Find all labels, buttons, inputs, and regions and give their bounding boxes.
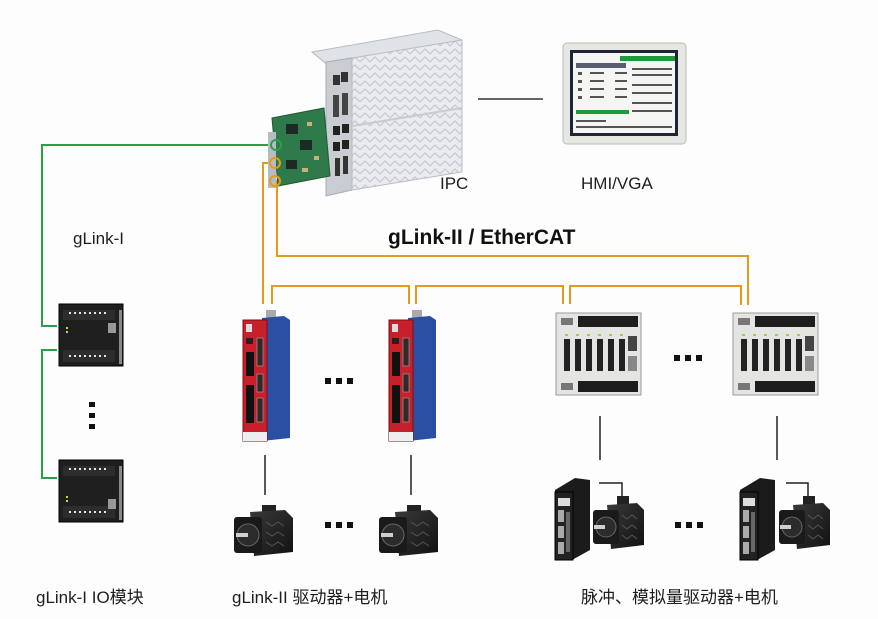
io-module-2[interactable] [58, 459, 124, 523]
servo-motor-ellipsis-icon [325, 522, 353, 528]
pulse-analog-ellipsis-icon [675, 522, 703, 528]
io-modules-group-label: gLink-I IO模块 [36, 588, 144, 607]
hmi-label: HMI/VGA [581, 174, 653, 193]
glink1-link [41, 144, 276, 327]
ethercat-chain-2 [415, 285, 564, 304]
glink1-port-icon [270, 139, 282, 151]
io-module-ellipsis-icon [89, 402, 95, 429]
pulse-analog-drive-1[interactable] [554, 478, 590, 561]
io-terminal-ellipsis-icon [674, 355, 702, 361]
ipc-label: IPC [440, 174, 469, 193]
servo-motor-2[interactable] [379, 505, 438, 556]
ethercat-chain-1 [271, 285, 410, 304]
glink2-drive-1[interactable] [242, 310, 290, 442]
glink1-link-chain [41, 349, 57, 479]
pulse-analog-drives-group-label: 脉冲、模拟量驱动器+电机 [581, 588, 778, 607]
hmi-device[interactable] [562, 42, 687, 145]
ethercat-io-terminal-2[interactable] [732, 312, 819, 396]
io-module-1[interactable] [58, 303, 124, 367]
pulse-drive-motor-cable-2 [786, 482, 809, 497]
glink1-bus-label: gLink-I [73, 229, 125, 248]
pulse-analog-drive-2[interactable] [739, 478, 775, 561]
ethercat-chain-3 [569, 285, 742, 305]
ethercat-io-terminal-1[interactable] [555, 312, 642, 396]
pulse-drive-motor-cable-1 [599, 482, 623, 497]
ethercat-link-outer [262, 162, 270, 304]
ethercat-port-out-icon [269, 157, 281, 169]
glink2-drive-ellipsis-icon [325, 378, 353, 384]
pulse-analog-motor-1[interactable] [593, 496, 644, 549]
ethercat-bus-label: gLink-II / EtherCAT [388, 226, 576, 249]
pulse-analog-motor-2[interactable] [779, 496, 830, 549]
ipc-device[interactable] [268, 29, 463, 197]
glink2-drives-group-label: gLink-II 驱动器+电机 [232, 588, 388, 607]
ethercat-port-in-icon [269, 175, 281, 187]
servo-motor-1[interactable] [234, 505, 293, 556]
glink2-drive-2[interactable] [388, 310, 436, 442]
